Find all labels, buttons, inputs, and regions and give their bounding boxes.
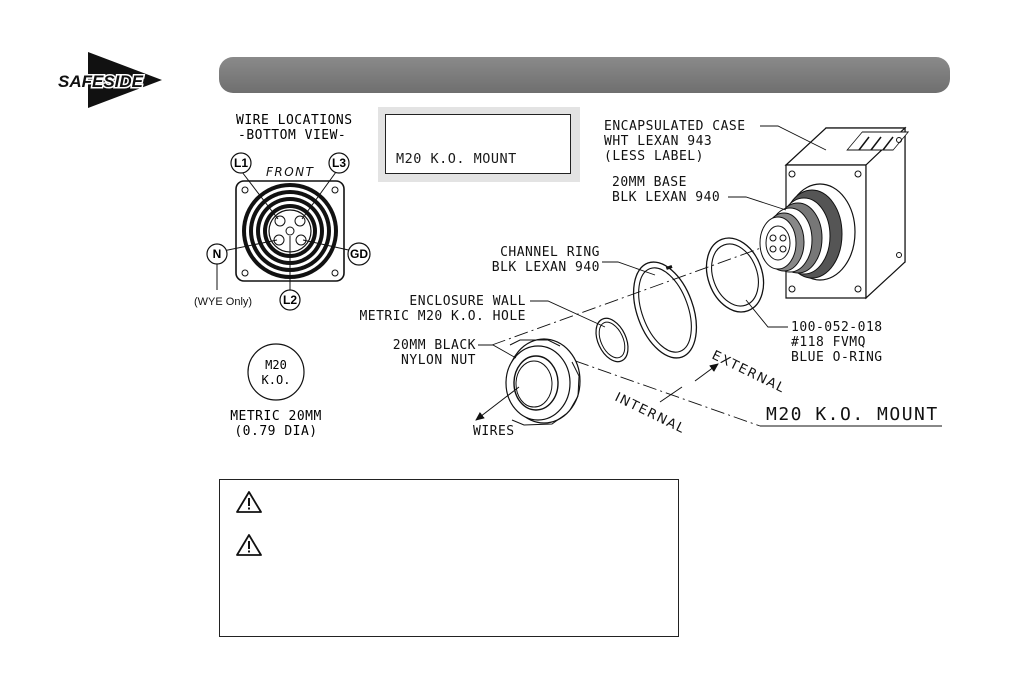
knockout-caption2: (0.79 DIA) <box>234 424 317 439</box>
bottom-view-connector: FRONT <box>235 165 345 282</box>
wire-title-line1: WIRE LOCATIONS <box>236 113 353 128</box>
safeside-logo: SAFESIDE <box>58 52 162 108</box>
ring-line2: BLK LEXAN 940 <box>492 260 600 275</box>
oring-line2: #118 FVMQ <box>791 335 866 350</box>
pin-l1-label: L1 <box>234 156 248 170</box>
base-thread <box>759 183 856 281</box>
external-label: EXTERNAL <box>709 348 787 397</box>
knockout-line1: M20 <box>265 358 287 372</box>
mount-box-frame: M20 K.O. MOUNT <box>385 114 571 174</box>
pin-l3-label: L3 <box>332 156 346 170</box>
header-bar <box>219 57 950 93</box>
case-line1: ENCAPSULATED CASE <box>604 119 746 134</box>
front-label: FRONT <box>266 165 315 179</box>
pin-gd-marker <box>347 242 371 266</box>
logo-text: SAFESIDE <box>58 72 144 91</box>
case-line2: WHT LEXAN 943 <box>604 134 712 149</box>
pin-l1-marker <box>230 152 252 174</box>
pin-l3-marker <box>328 152 350 174</box>
base-line1: 20MM BASE <box>612 175 687 190</box>
mount-box-label: M20 K.O. MOUNT <box>396 151 517 167</box>
pin-l2-marker <box>279 289 301 311</box>
knockout-line2: K.O. <box>262 373 291 387</box>
mount-box: M20 K.O. MOUNT <box>378 107 580 182</box>
pin-gd-label: GD <box>350 247 368 261</box>
o-ring <box>705 237 765 313</box>
nylon-nut <box>505 338 581 426</box>
pin-n-marker <box>206 243 228 265</box>
wall-line1: ENCLOSURE WALL <box>409 294 526 309</box>
internal-label: INTERNAL <box>612 390 687 437</box>
pin-n-label: N <box>213 247 222 261</box>
knockout-symbol: M20 K.O. METRIC 20MM (0.79 DIA) <box>230 343 322 439</box>
pin-callouts: L1 L3 N GD L2 (WYE Only) <box>194 152 371 311</box>
ring-line1: CHANNEL RING <box>500 245 600 260</box>
knockout-caption1: METRIC 20MM <box>230 409 322 424</box>
nut-line2: NYLON NUT <box>401 353 476 368</box>
oring-line3: BLUE O-RING <box>791 350 883 365</box>
warning-triangle-icon <box>236 491 262 513</box>
oring-line1: 100-052-018 <box>791 320 883 335</box>
channel-ring <box>632 261 698 359</box>
wye-note: (WYE Only) <box>194 296 252 308</box>
warning-triangle-icon <box>236 534 262 556</box>
wall-line2: METRIC M20 K.O. HOLE <box>359 309 526 324</box>
pin-l2-label: L2 <box>283 293 297 307</box>
wire-locations-title: WIRE LOCATIONS -BOTTOM VIEW- <box>236 113 353 143</box>
wires-label: WIRES <box>473 424 515 439</box>
case-line3: (LESS LABEL) <box>604 149 704 164</box>
nut-line1: 20MM BLACK <box>393 338 476 353</box>
base-line2: BLK LEXAN 940 <box>612 190 720 205</box>
enclosure-wall-hole <box>595 317 629 363</box>
wire-title-line2: -BOTTOM VIEW- <box>238 128 346 143</box>
mount-title: M20 K.O. MOUNT <box>766 404 939 425</box>
warning-box <box>219 479 679 637</box>
